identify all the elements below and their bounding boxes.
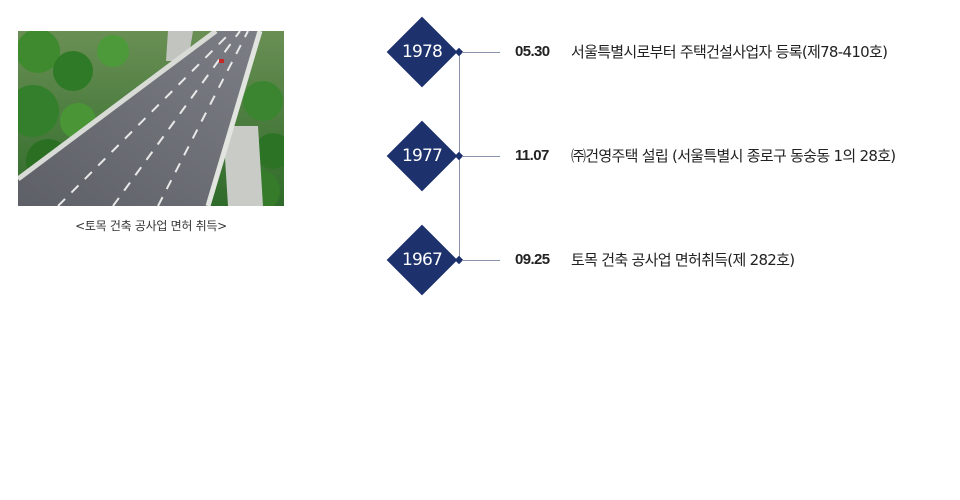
year-badge: 1967 — [386, 224, 458, 296]
year-label: 1977 — [401, 146, 443, 166]
event-description: 토목 건축 공사업 면허취득(제 282호) — [571, 251, 795, 269]
event-date: 05.30 — [515, 43, 550, 60]
event-date: 09.25 — [515, 251, 550, 268]
event-description: 서울특별시로부터 주택건설사업자 등록(제78-410호) — [571, 43, 888, 61]
year-badge: 1977 — [386, 120, 458, 192]
timeline-entry: 1967 09.25 토목 건축 공사업 면허취득(제 282호) — [0, 224, 960, 296]
year-label: 1978 — [401, 42, 443, 62]
timeline-connector — [462, 156, 500, 157]
timeline-connector — [462, 52, 500, 53]
year-label: 1967 — [401, 250, 443, 270]
year-badge: 1978 — [386, 16, 458, 88]
event-description: ㈜건영주택 설립 (서울특별시 종로구 동숭동 1의 28호) — [571, 147, 896, 165]
highway-photo — [18, 31, 284, 206]
event-date: 11.07 — [515, 147, 549, 164]
timeline-connector — [462, 260, 500, 261]
timeline-entry: 1978 05.30 서울특별시로부터 주택건설사업자 등록(제78-410호) — [0, 16, 960, 88]
timeline-entry: 1977 11.07 ㈜건영주택 설립 (서울특별시 종로구 동숭동 1의 28… — [0, 120, 960, 192]
highway-illustration — [18, 31, 284, 206]
photo-caption: <토목 건축 공사업 면허 취득> — [75, 219, 227, 233]
